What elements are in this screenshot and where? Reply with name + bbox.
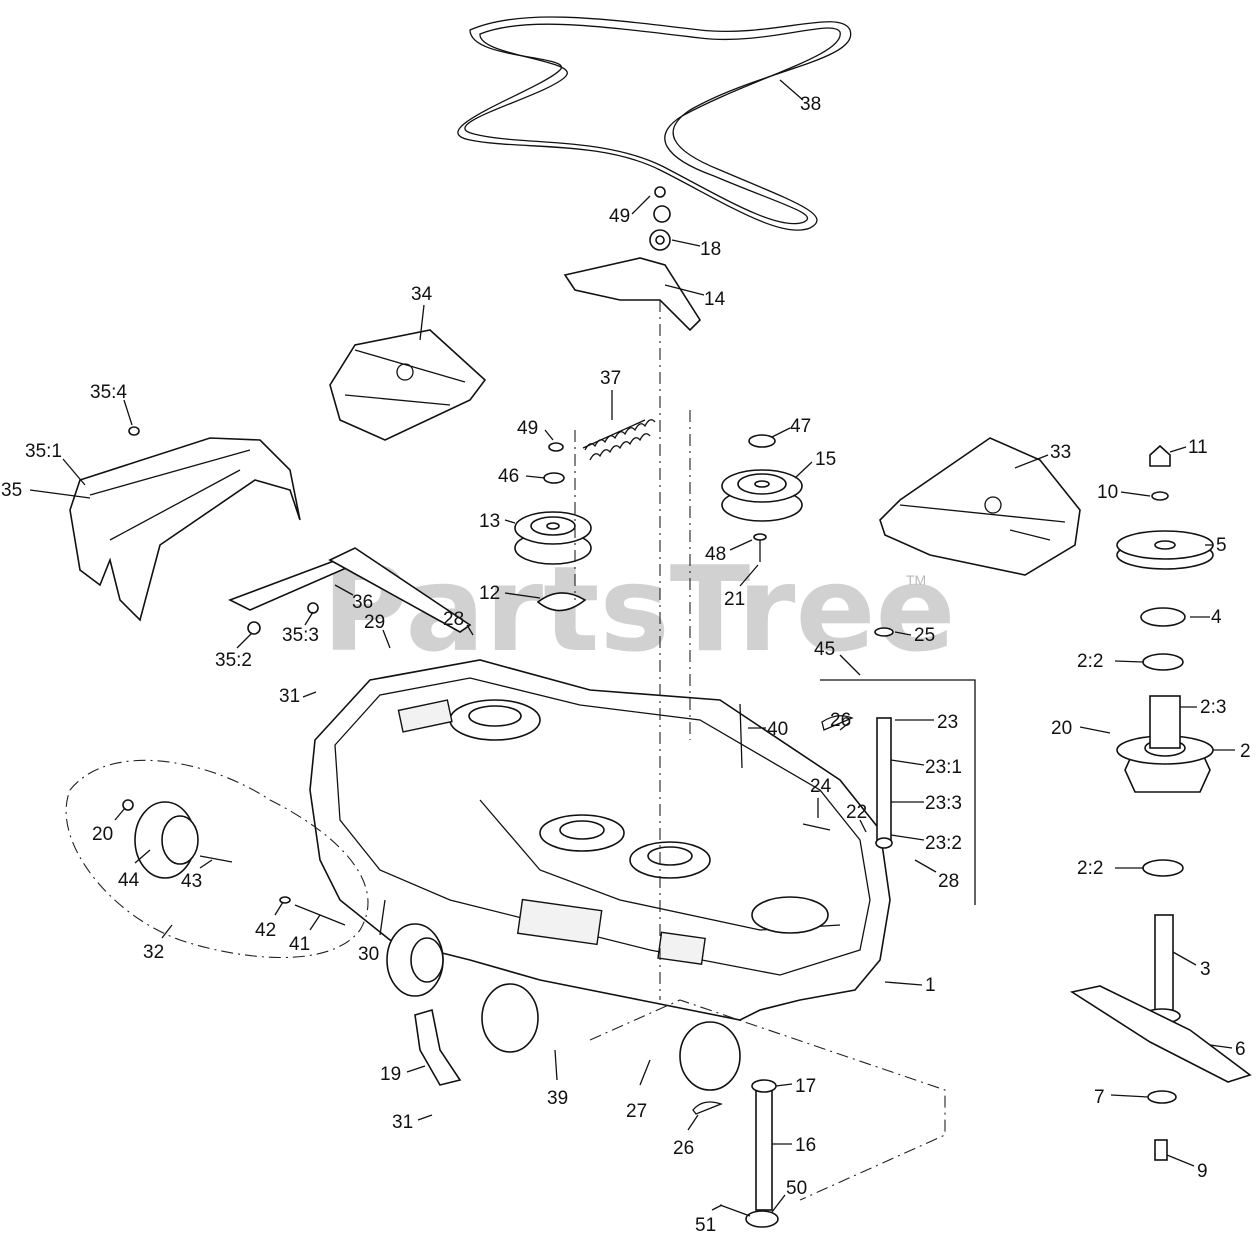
callout-35-4: 35:4 (90, 382, 127, 403)
callout-4: 4 (1211, 607, 1222, 628)
callout-18: 18 (700, 239, 721, 260)
callout-12: 12 (479, 583, 500, 604)
part-16-pin-assembly[interactable] (692, 1079, 779, 1228)
callout-43: 43 (181, 871, 202, 892)
callout-50: 50 (786, 1178, 807, 1199)
callout-30: 30 (358, 944, 379, 965)
part-2-spindle-assembly[interactable] (1116, 444, 1214, 1161)
callout-13: 13 (479, 511, 500, 532)
callout-19: 19 (380, 1064, 401, 1085)
callout-23-1: 23:1 (925, 757, 962, 778)
callout-39: 39 (547, 1088, 568, 1109)
part-34-belt-cover[interactable] (329, 329, 487, 441)
part-38-belt[interactable] (457, 16, 852, 231)
callout-32: 32 (143, 942, 164, 963)
callout-31-upper: 31 (279, 686, 300, 707)
callout-15: 15 (815, 449, 836, 470)
callout-2-2-lower: 2:2 (1077, 858, 1103, 879)
callout-24: 24 (810, 776, 832, 797)
part-12-washer-plate[interactable] (536, 592, 587, 612)
callout-41: 41 (289, 934, 310, 955)
callout-2: 2 (1240, 741, 1251, 762)
callout-16: 16 (795, 1135, 816, 1156)
callout-36: 36 (352, 592, 373, 613)
callout-44: 44 (118, 870, 140, 891)
callout-42: 42 (255, 920, 276, 941)
callout-51: 51 (695, 1215, 716, 1236)
callout-2-3: 2:3 (1200, 697, 1226, 718)
deck-dashed-frame (574, 300, 946, 1201)
callout-20-right: 20 (1051, 718, 1072, 739)
part-1-mower-deck[interactable] (309, 659, 891, 1021)
callout-3: 3 (1200, 959, 1211, 980)
callout-1: 1 (925, 975, 936, 996)
callout-labels: 38 49 18 14 34 37 49 47 15 46 13 48 21 1… (1, 79, 1251, 1236)
callout-9: 9 (1197, 1161, 1208, 1182)
callout-35-1: 35:1 (25, 441, 62, 462)
callout-2-2-upper: 2:2 (1077, 651, 1103, 672)
part-15-idler-pulley[interactable] (721, 469, 803, 522)
callout-47: 47 (790, 416, 811, 437)
callout-23: 23 (937, 712, 958, 733)
callout-23-2: 23:2 (925, 833, 962, 854)
part-36-bracket-rod[interactable] (228, 547, 472, 635)
callout-26-lower: 26 (673, 1138, 694, 1159)
callout-49-mid: 49 (517, 418, 538, 439)
callout-35: 35 (1, 480, 22, 501)
part-13-idler-pulley[interactable] (514, 511, 592, 565)
part-33-belt-cover[interactable] (879, 437, 1081, 576)
callout-22: 22 (846, 802, 867, 823)
part-40-pin[interactable] (739, 703, 743, 769)
callout-37: 37 (600, 368, 621, 389)
callout-45: 45 (814, 639, 835, 660)
callout-27: 27 (626, 1101, 647, 1122)
callout-17: 17 (795, 1076, 816, 1097)
callout-20-left: 20 (92, 824, 113, 845)
callout-35-3: 35:3 (282, 625, 319, 646)
callout-29: 29 (364, 612, 385, 633)
deck-wheels (386, 923, 741, 1091)
callout-40: 40 (767, 719, 788, 740)
watermark-trademark: TM (906, 572, 926, 588)
callout-31-lower: 31 (392, 1112, 413, 1133)
callout-28-upper: 28 (443, 609, 464, 630)
callout-26-upper: 26 (830, 710, 851, 731)
part-14-idler-arm[interactable] (563, 186, 702, 332)
callout-35-2: 35:2 (215, 650, 252, 671)
callout-11: 11 (1188, 437, 1208, 458)
callout-49-top: 49 (609, 206, 630, 227)
callout-28-lower: 28 (938, 871, 959, 892)
callout-10: 10 (1097, 482, 1118, 503)
part-45-height-adjust-kit[interactable] (802, 679, 976, 905)
part-19-wheel-bracket[interactable] (414, 1008, 462, 1086)
callout-5: 5 (1216, 535, 1227, 556)
callout-14: 14 (704, 289, 726, 310)
part-6-blade[interactable] (1069, 985, 1252, 1083)
part-32-wheel-group[interactable] (65, 759, 369, 958)
callout-38: 38 (800, 94, 821, 115)
callout-21: 21 (724, 589, 745, 610)
callout-34: 34 (411, 284, 433, 305)
callout-46: 46 (498, 466, 519, 487)
part-35-deck-cover[interactable] (69, 426, 301, 622)
callout-7: 7 (1094, 1087, 1105, 1108)
callout-23-3: 23:3 (925, 793, 962, 814)
part-37-spring[interactable] (582, 419, 656, 461)
callout-33: 33 (1050, 442, 1071, 463)
callout-6: 6 (1235, 1039, 1246, 1060)
callout-25: 25 (914, 625, 935, 646)
small-hardware (543, 434, 894, 637)
callout-48: 48 (705, 544, 726, 565)
